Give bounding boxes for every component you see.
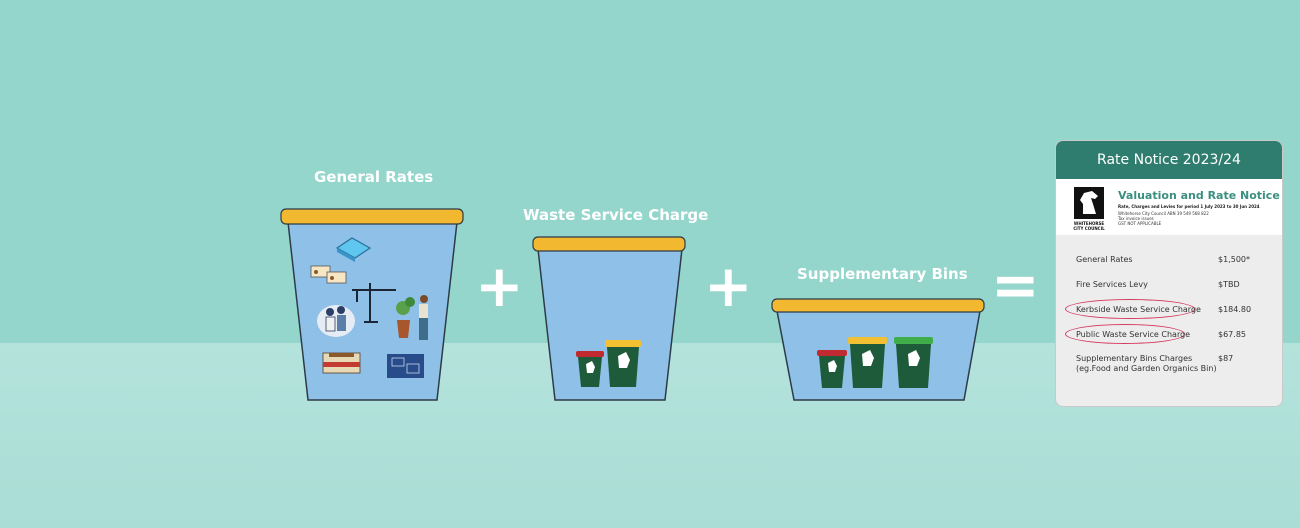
row-general-rates-value: $1,500* bbox=[1218, 255, 1250, 264]
waste-service-charge-label: Waste Service Charge bbox=[523, 206, 709, 224]
bin-icon bbox=[894, 337, 933, 388]
highlight-circle bbox=[1065, 299, 1195, 319]
notice-abn: Whitehorse City Council ABN 39 549 568 8… bbox=[1118, 211, 1209, 216]
gardener-icon bbox=[396, 295, 428, 340]
rate-notice-header: Rate Notice 2023/24 bbox=[1056, 141, 1282, 179]
row-general-rates-label: General Rates bbox=[1076, 255, 1133, 264]
bin-icon bbox=[817, 350, 847, 388]
notice-invoice: Tax invoice issues bbox=[1118, 216, 1154, 221]
library-icon bbox=[387, 354, 424, 378]
highlight-circle bbox=[1065, 324, 1185, 344]
bin-icon bbox=[605, 340, 641, 387]
general-rates-bucket bbox=[280, 208, 464, 401]
supplementary-bins-label: Supplementary Bins bbox=[797, 265, 968, 283]
notice-title: Valuation and Rate Notice bbox=[1118, 189, 1280, 202]
notice-gst: GST NOT APPLICABLE bbox=[1118, 221, 1162, 226]
row-fire-levy-label: Fire Services Levy bbox=[1076, 280, 1148, 289]
row-kerbside-label: Kerbside Waste Service Charge bbox=[1076, 305, 1201, 314]
community-icon bbox=[317, 305, 355, 337]
notice-subtitle: Rate, Charges and Levies for period 1 Ju… bbox=[1118, 204, 1260, 209]
row-supplementary-value: $87 bbox=[1218, 354, 1234, 363]
waste-service-bucket bbox=[532, 236, 686, 401]
bin-icon bbox=[576, 351, 604, 387]
rate-notice-card: Rate Notice 2023/24 WHITEHORSE CITY COUN… bbox=[1056, 141, 1282, 406]
notice-letterhead: WHITEHORSE CITY COUNCIL Valuation and Ra… bbox=[1056, 179, 1282, 235]
building-icon bbox=[322, 352, 361, 374]
council-name: WHITEHORSE CITY COUNCIL bbox=[1073, 221, 1105, 231]
bin-icon bbox=[848, 337, 887, 388]
row-public-waste-label: Public Waste Service Charge bbox=[1076, 330, 1191, 339]
row-public-waste-value: $67.85 bbox=[1218, 330, 1246, 339]
horse-logo-icon bbox=[1074, 187, 1104, 219]
crane-icon bbox=[352, 283, 396, 323]
plus-operator: + bbox=[704, 252, 753, 320]
row-supplementary-label: Supplementary Bins Charges bbox=[1076, 354, 1193, 363]
plus-operator: + bbox=[475, 252, 524, 320]
general-rates-label: General Rates bbox=[314, 168, 434, 186]
row-supplementary-note: (eg.Food and Garden Organics Bin) bbox=[1076, 364, 1217, 373]
row-kerbside-value: $184.80 bbox=[1218, 305, 1252, 314]
equals-operator: = bbox=[991, 251, 1040, 319]
row-fire-levy-value: $TBD bbox=[1218, 280, 1240, 289]
pool-icon bbox=[335, 237, 372, 262]
cards-icon bbox=[310, 265, 347, 284]
